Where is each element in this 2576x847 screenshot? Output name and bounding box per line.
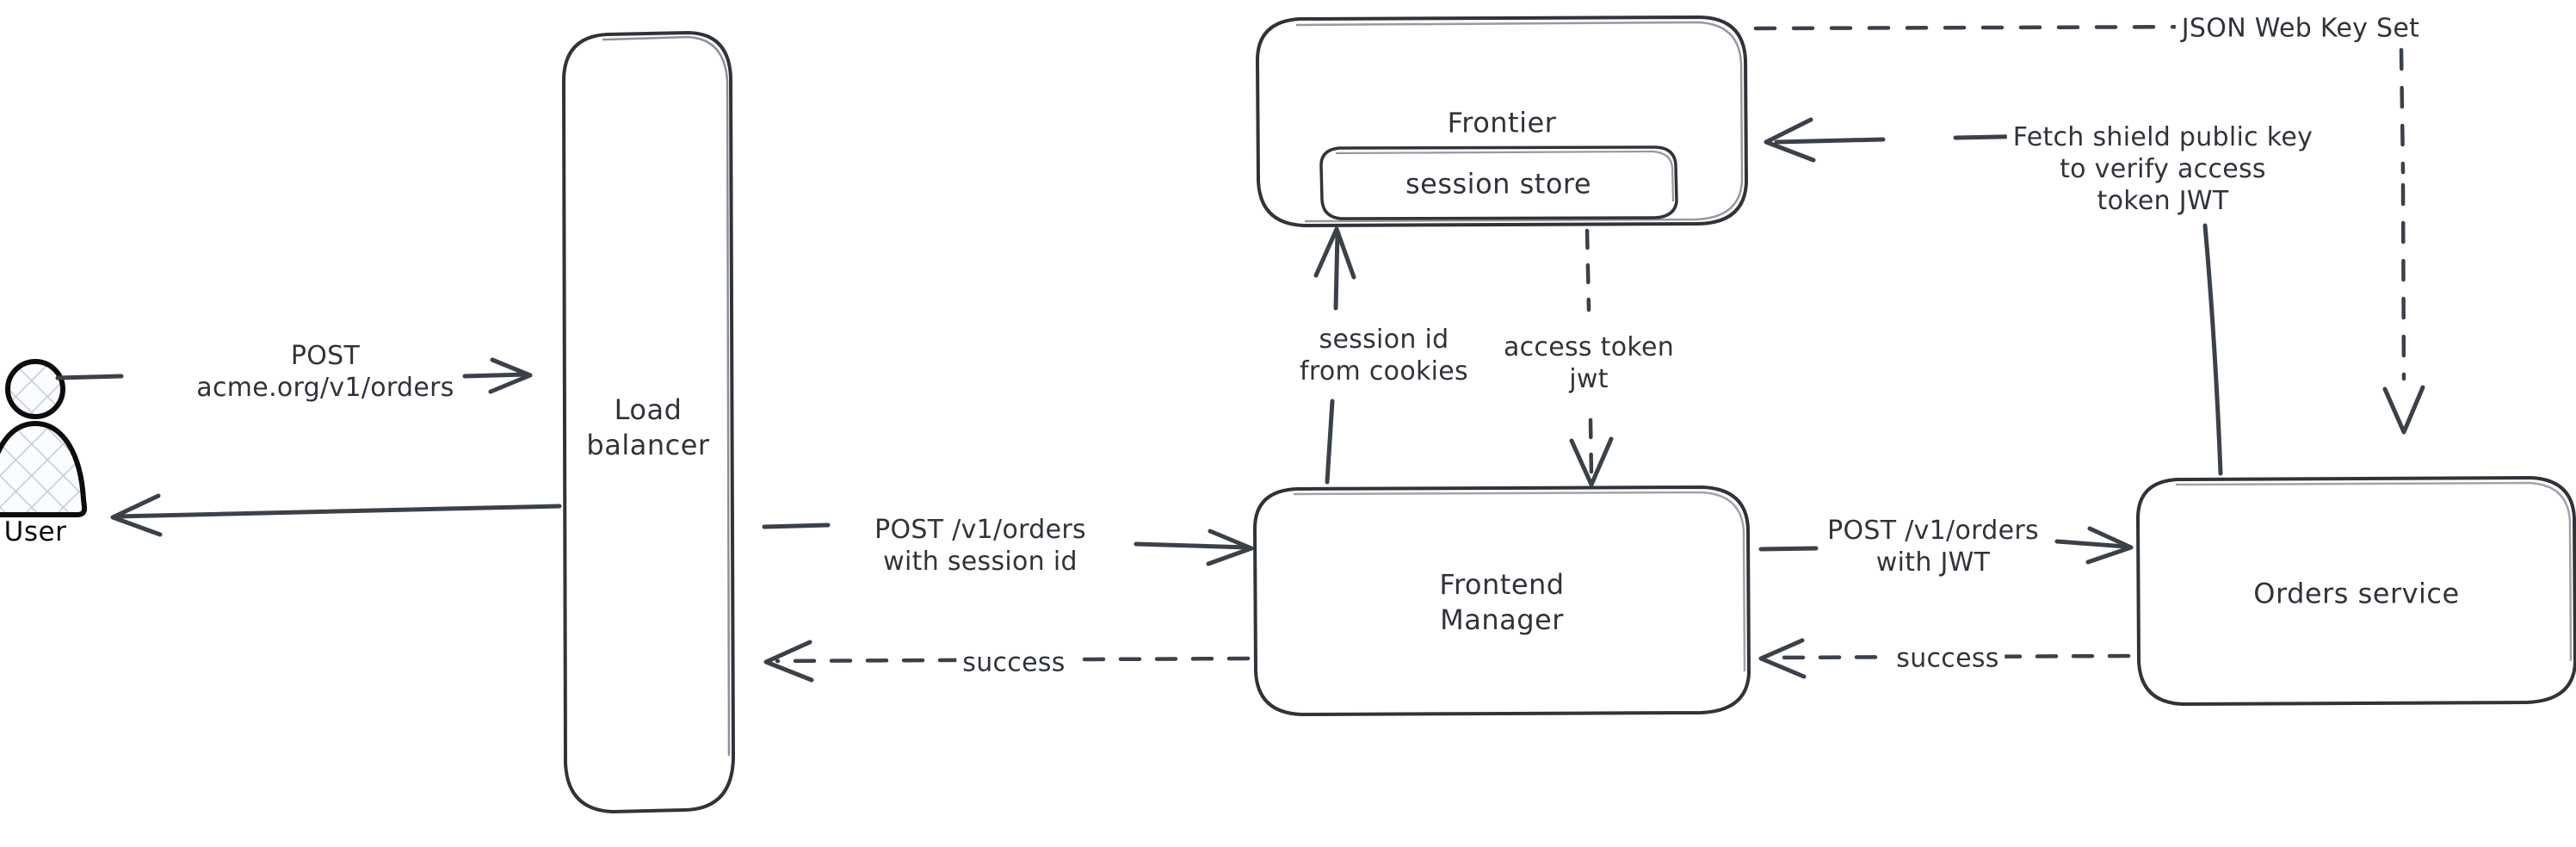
node-label-frontier: Frontier [1447, 106, 1557, 139]
edge-lb-to-frontend-manager [762, 522, 1254, 566]
node-load-balancer[interactable] [561, 31, 735, 813]
edge-label-orders-to-frontier: Fetch shield public key to verify access… [2006, 121, 2320, 218]
edge-label-user-to-lb: POST acme.org/v1/orders [190, 339, 460, 405]
edge-frontier-to-orders-jwks [1753, 24, 2425, 435]
person-icon [0, 359, 88, 517]
node-label-orders-service: Orders service [2253, 577, 2460, 610]
edge-label-frontend-manager-to-frontier: session id from cookies [1294, 323, 1474, 388]
edge-label-lb-to-frontend-manager: POST /v1/orders with session id [868, 513, 1092, 578]
node-frontend-manager[interactable] [1252, 485, 1751, 716]
edge-frontend-manager-to-orders [1758, 526, 2134, 565]
edge-label-frontend-manager-to-lb: success [956, 646, 1072, 679]
actor-label-user: User [3, 516, 67, 547]
node-label-load-balancer: Load balancer [586, 393, 710, 461]
edge-label-frontier-to-orders-jwks: JSON Web Key Set [2175, 12, 2426, 45]
edge-lb-to-user [110, 493, 562, 537]
edge-label-frontier-to-frontend-manager: access token jwt [1497, 331, 1681, 396]
node-label-session-store: session store [1405, 167, 1592, 201]
node-session-store[interactable] [1319, 145, 1678, 220]
edge-label-orders-to-frontend-manager: success [1890, 642, 2005, 675]
edge-label-frontend-manager-to-orders: POST /v1/orders with JWT [1821, 514, 2045, 579]
node-orders-service[interactable] [2135, 476, 2576, 706]
edge-frontend-manager-to-frontier [1313, 226, 1356, 485]
edge-frontier-to-frontend-manager [1569, 228, 1614, 487]
node-label-frontend-manager: Frontend Manager [1439, 568, 1565, 636]
edge-user-to-lb [55, 357, 533, 394]
edge-orders-to-frontend-manager [1758, 638, 2131, 679]
